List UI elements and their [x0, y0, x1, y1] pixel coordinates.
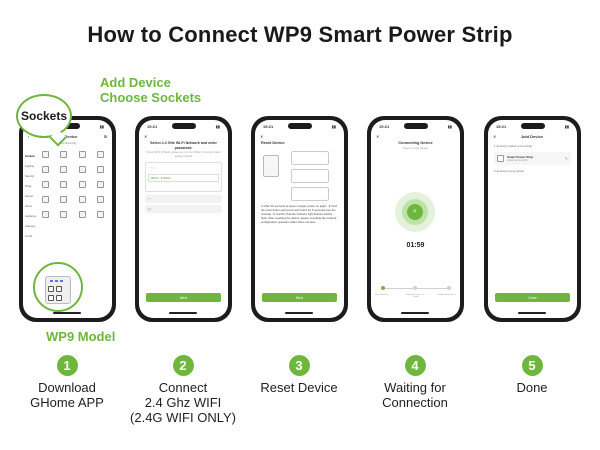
- step-3: 3 Reset Device: [239, 355, 359, 395]
- wifi-heading: Select 2.4 GHz Wi-Fi Network and enter p…: [150, 141, 217, 150]
- reset-instructions: ① After 10 seconds of power outage, powe…: [261, 204, 337, 224]
- device-tile[interactable]: [56, 148, 71, 160]
- category-list: Sockets Lighting Security Plugs Sensor H…: [25, 152, 37, 242]
- device-tile[interactable]: [75, 193, 90, 205]
- screen-connecting: 15:21▮▮ ✕ Connecting Device Power on the…: [371, 120, 460, 318]
- wifi-icon: ◠: [148, 197, 151, 201]
- close-icon[interactable]: ✕: [376, 134, 380, 139]
- close-icon[interactable]: ✕: [144, 134, 148, 139]
- status-bar: 15:21▮▮: [147, 123, 220, 129]
- screen-header: ‹Add Device⊡: [28, 134, 107, 139]
- device-tile[interactable]: [56, 193, 71, 205]
- step-number-5: 5: [521, 355, 543, 376]
- device-tile[interactable]: [38, 148, 53, 160]
- add-device-callout: Add Device Choose Sockets: [100, 75, 201, 105]
- step-5: 5 Done: [472, 355, 592, 395]
- lock-icon: ▢: [148, 207, 151, 211]
- connecting-heading: Connecting Device: [398, 141, 433, 145]
- added-device-card[interactable]: Smart Power Strip Added successfully ✎: [494, 152, 571, 165]
- reset-illustration: [261, 149, 338, 201]
- sockets-bubble: Sockets: [16, 94, 72, 138]
- step-1-label: Download GHome APP: [30, 380, 104, 410]
- category-lighting[interactable]: Lighting: [25, 165, 35, 168]
- device-tile[interactable]: [38, 208, 53, 220]
- status-bar: 15:21▮▮: [263, 123, 336, 129]
- device-tile[interactable]: [75, 208, 90, 220]
- device-tile[interactable]: [93, 178, 108, 190]
- close-icon[interactable]: ✕: [493, 134, 497, 139]
- wifi-note: If your Wi-Fi is 5GHz, please set it to …: [146, 151, 221, 158]
- edit-icon[interactable]: ✎: [564, 156, 568, 161]
- step-2-label: Connect 2.4 Ghz WIFI (2.4G WIFI ONLY): [130, 380, 236, 425]
- step-3-label: Reset Device: [260, 380, 338, 395]
- step-4-label: Waiting for Connection: [382, 380, 448, 410]
- device-tile[interactable]: [75, 148, 90, 160]
- screen-header: ✕Add Device: [493, 134, 544, 139]
- step-4: 4 Waiting for Connection: [355, 355, 475, 410]
- step-number-2: 2: [172, 355, 194, 376]
- step-number-1: 1: [56, 355, 78, 376]
- step-5-label: Done: [516, 380, 548, 395]
- phone-step-2: 15:21▮▮ ✕ Select 2.4 GHz Wi-Fi Network a…: [135, 116, 232, 322]
- device-tile[interactable]: [38, 193, 53, 205]
- screen-reset: 15:21▮▮ ✕ Reset Device ① After 10 second…: [255, 120, 344, 318]
- page-title: How to Connect WP9 Smart Power Strip: [87, 22, 513, 47]
- category-sensor[interactable]: Sensor: [25, 195, 34, 198]
- device-tile[interactable]: [56, 208, 71, 220]
- phone-step-3: 15:21▮▮ ✕ Reset Device ① After 10 second…: [251, 116, 348, 322]
- power-strip-icon: [497, 155, 504, 162]
- device-tile[interactable]: [75, 163, 90, 175]
- search-icon: ⌕: [407, 204, 423, 220]
- phone-step-4: 15:21▮▮ ✕ Connecting Device Power on the…: [367, 116, 464, 322]
- device-tile[interactable]: [56, 178, 71, 190]
- device-tile[interactable]: [93, 208, 108, 220]
- screen-wifi: 15:21▮▮ ✕ Select 2.4 GHz Wi-Fi Network a…: [139, 120, 228, 318]
- device-grid: [23, 145, 112, 220]
- next-button[interactable]: Next: [262, 293, 337, 302]
- category-gateway[interactable]: Gateway & Hub: [25, 225, 36, 238]
- device-tile[interactable]: [38, 178, 53, 190]
- device-tile[interactable]: [93, 148, 108, 160]
- progress-labels: Scan devices Register Device on Cloud In…: [375, 294, 456, 298]
- device-tile[interactable]: [93, 193, 108, 205]
- step-number-4: 4: [404, 355, 426, 376]
- category-appliance[interactable]: Home Appliance: [25, 205, 37, 218]
- status-bar: 15:21▮▮: [496, 123, 569, 129]
- device-tile[interactable]: [93, 163, 108, 175]
- searching-animation: ⌕: [395, 192, 435, 232]
- step-number-3: 3: [288, 355, 310, 376]
- wp9-product-image: [33, 262, 83, 312]
- screen-done: 15:21▮▮ ✕Add Device 1 device(s) added su…: [488, 120, 577, 318]
- close-icon[interactable]: ✕: [260, 134, 264, 139]
- status-bar: 15:21▮▮: [379, 123, 452, 129]
- wifi-password-field[interactable]: ▢: [145, 205, 222, 213]
- next-button[interactable]: Next: [146, 293, 221, 302]
- device-tile[interactable]: [56, 163, 71, 175]
- wifi-ssid-field[interactable]: ◠: [145, 195, 222, 203]
- phone-step-5: 15:21▮▮ ✕Add Device 1 device(s) added su…: [484, 116, 581, 322]
- progress-track: [381, 286, 451, 290]
- callout-line-2: Choose Sockets: [100, 90, 202, 105]
- category-sockets[interactable]: Sockets: [25, 155, 35, 158]
- scan-icon[interactable]: ⊡: [103, 134, 107, 139]
- wp9-model-label: WP9 Model: [46, 329, 116, 344]
- step-1: 1 Download GHome APP: [7, 355, 127, 410]
- category-security[interactable]: Security: [25, 175, 35, 178]
- device-tile[interactable]: [75, 178, 90, 190]
- category-plugs[interactable]: Plugs: [25, 185, 32, 188]
- step-2: 2 Connect 2.4 Ghz WIFI (2.4G WIFI ONLY): [123, 355, 243, 425]
- power-strip-icon: [45, 276, 71, 304]
- countdown-timer: 01:59: [406, 242, 425, 249]
- callout-line-1: Add Device: [100, 75, 171, 90]
- device-tile[interactable]: [38, 163, 53, 175]
- back-icon[interactable]: ‹: [28, 134, 30, 139]
- reset-heading: Reset Device: [261, 141, 285, 145]
- wifi-illustration: ▭ ▭ Wi-Fi - 2.4Ghz: [145, 162, 222, 192]
- done-button[interactable]: Done: [495, 293, 570, 302]
